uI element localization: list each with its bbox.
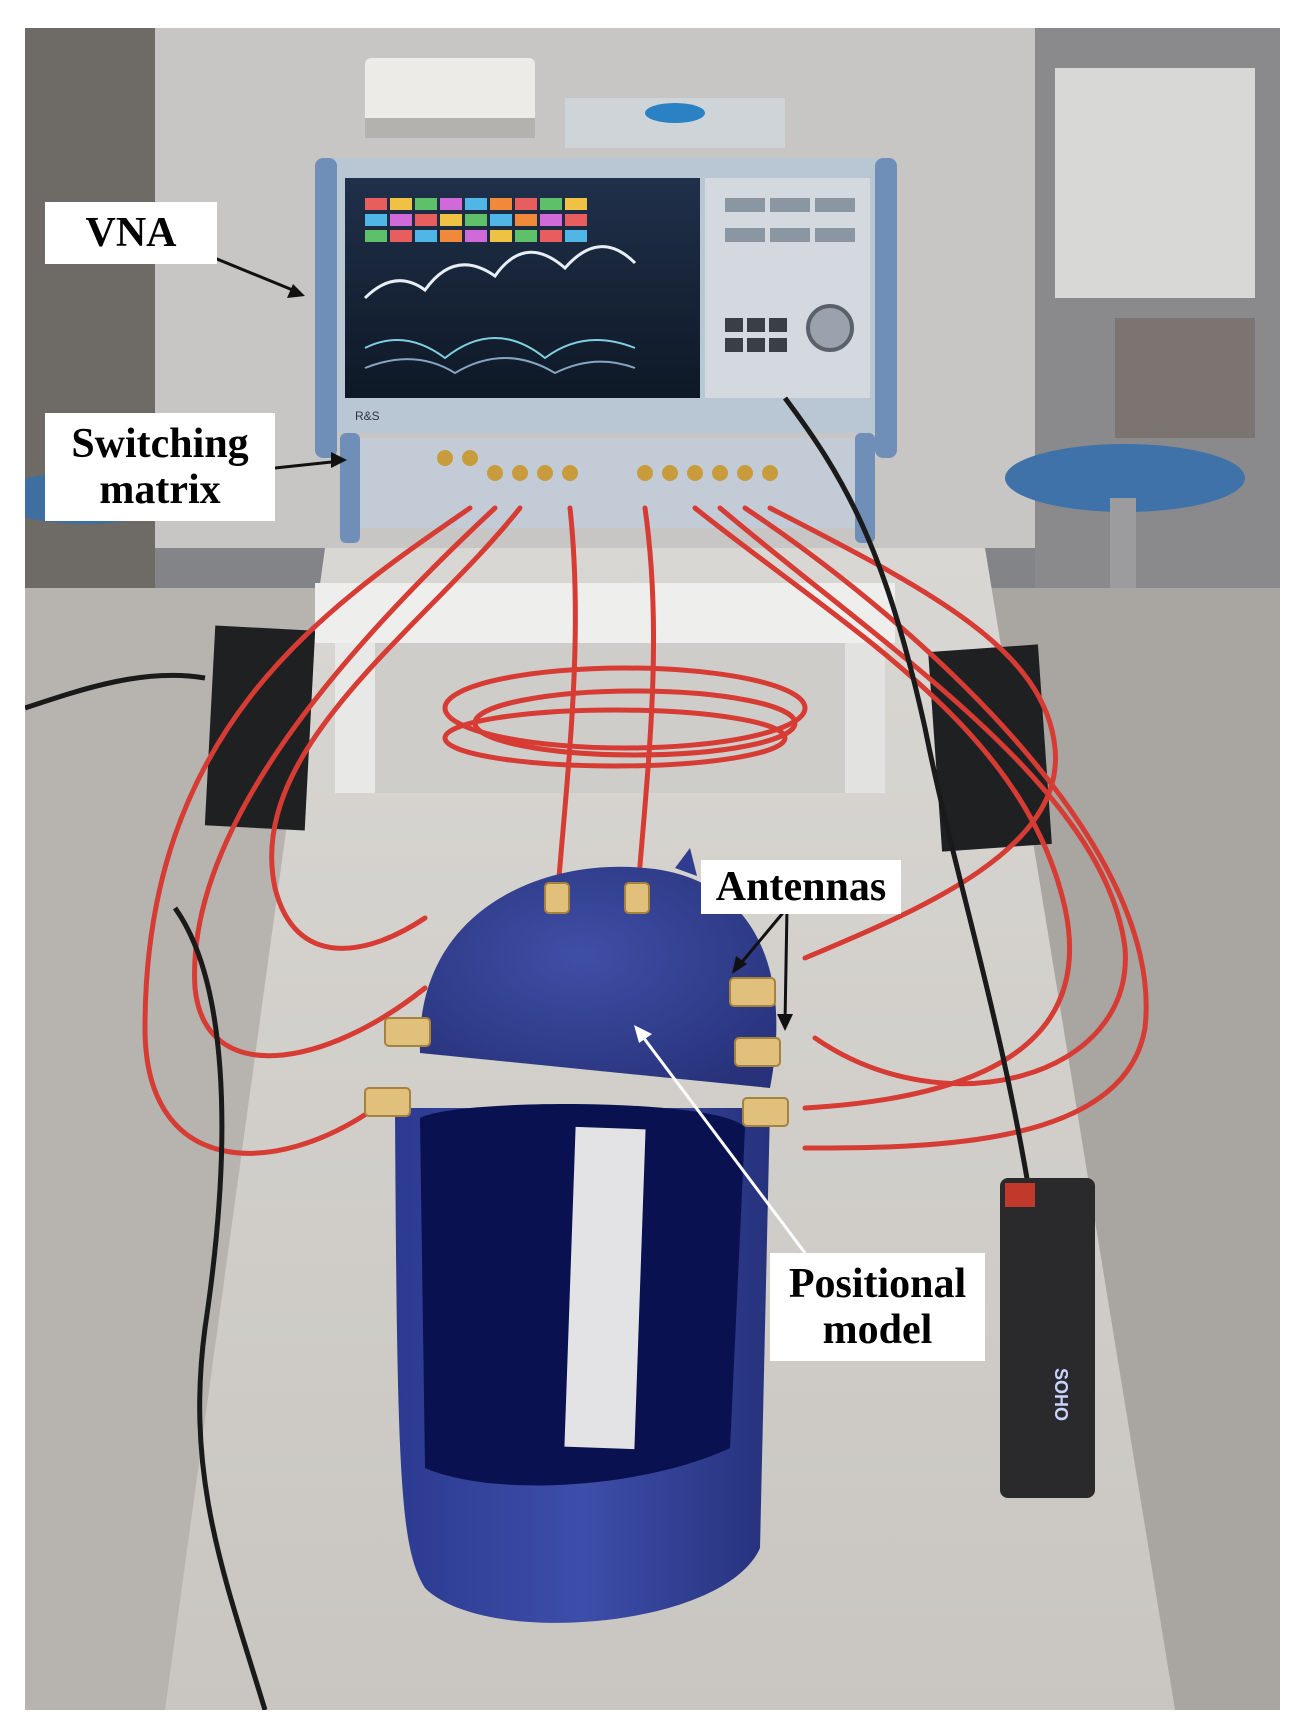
label-positional-line2: model bbox=[822, 1307, 933, 1353]
label-antennas: Antennas bbox=[701, 860, 901, 914]
label-vna-text: VNA bbox=[85, 210, 177, 256]
label-switching-line1: Switching bbox=[71, 421, 249, 467]
dome-lid bbox=[419, 866, 777, 1088]
kit-label: SOHO bbox=[1051, 1368, 1071, 1421]
label-vna: VNA bbox=[45, 202, 217, 264]
vna-trace bbox=[363, 245, 637, 300]
stool bbox=[1005, 444, 1245, 512]
vna-screen bbox=[345, 178, 700, 398]
antenna-elements bbox=[364, 882, 789, 1127]
vna-keypad bbox=[725, 198, 855, 352]
vna-screen-tiles bbox=[365, 198, 587, 242]
label-switching-matrix: Switching matrix bbox=[45, 413, 275, 521]
positional-arrow bbox=[634, 1025, 807, 1254]
label-positional-model: Positional model bbox=[770, 1253, 985, 1361]
label-antennas-text: Antennas bbox=[715, 864, 887, 910]
lab-photo: R&S bbox=[25, 28, 1280, 1710]
vna-brand: R&S bbox=[355, 409, 380, 423]
battery-pack bbox=[1000, 1178, 1095, 1498]
label-positional-line1: Positional bbox=[788, 1261, 967, 1307]
positioning-rail bbox=[564, 1126, 646, 1450]
keyboard-left bbox=[204, 625, 316, 831]
label-switching-line2: matrix bbox=[99, 467, 221, 513]
matrix-connectors bbox=[437, 450, 778, 481]
